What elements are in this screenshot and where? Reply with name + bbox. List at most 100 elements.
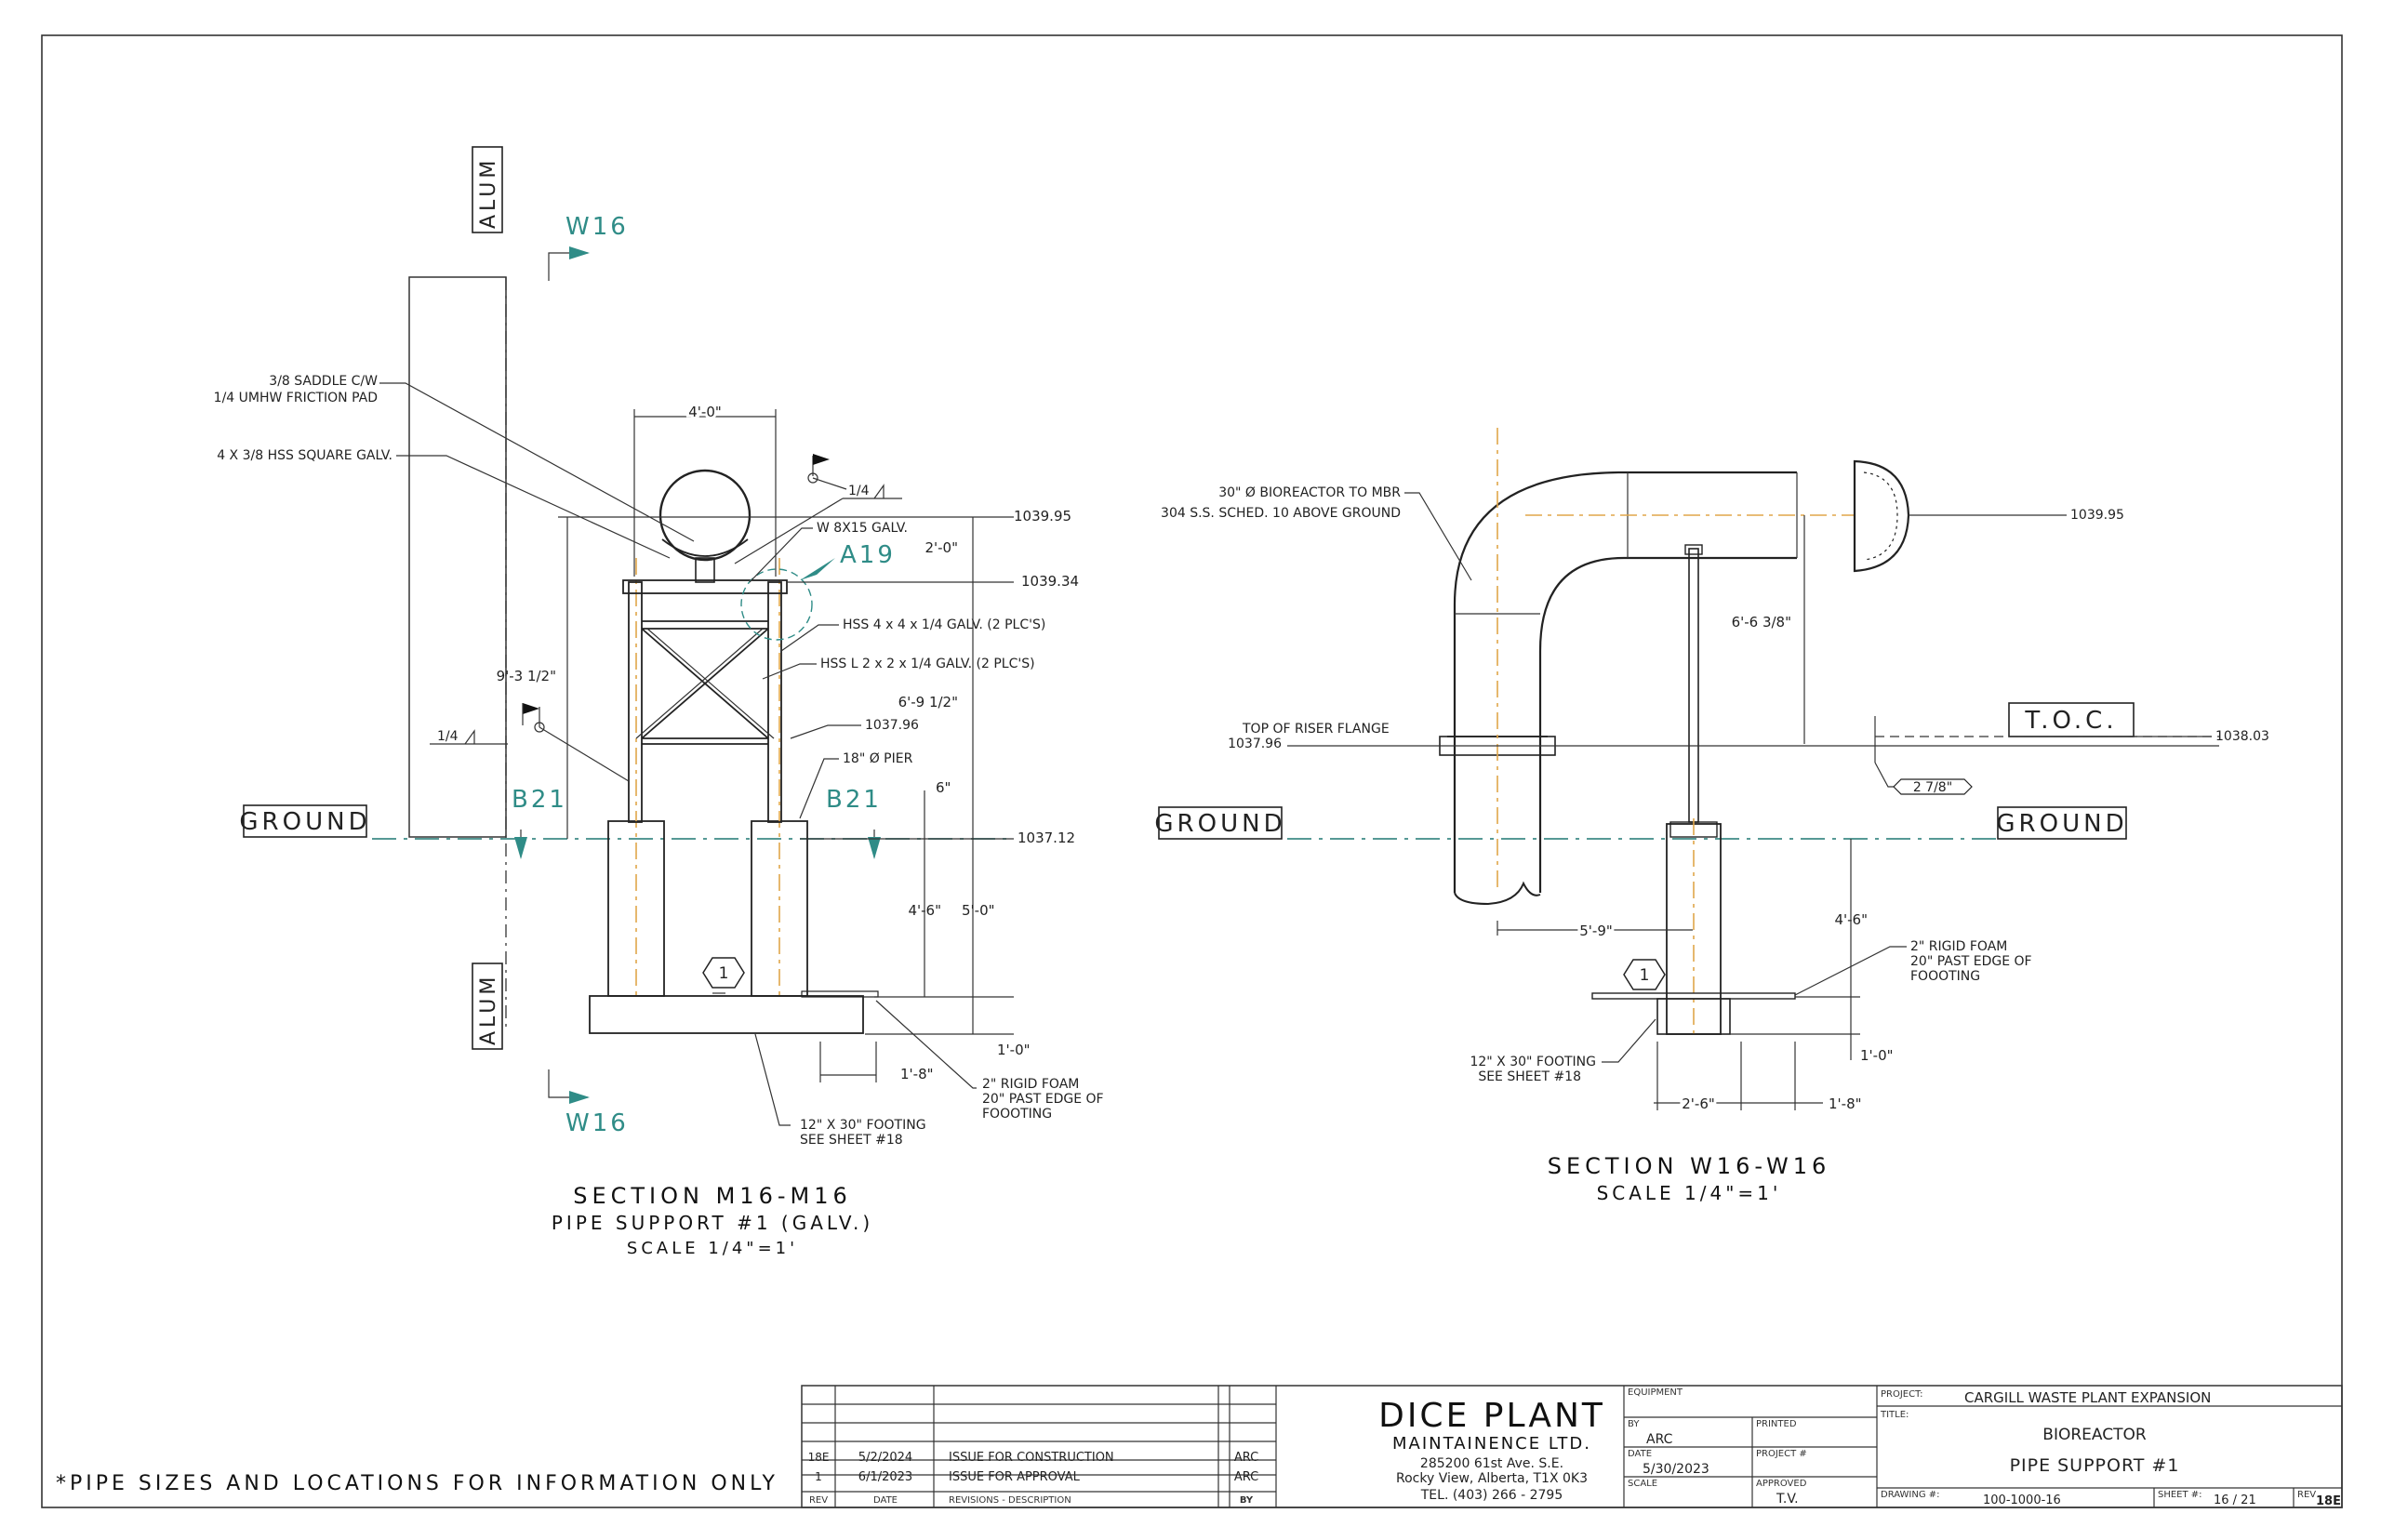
weld-top-label: 1/4	[848, 484, 870, 498]
wall-outline	[408, 276, 507, 838]
company-name: DICE PLANT	[1378, 1397, 1605, 1435]
footing-right-2: SEE SHEET #18	[1478, 1069, 1581, 1084]
section-m16-scale: SCALE 1/4"=1'	[627, 1239, 798, 1258]
a19-label: A19	[840, 541, 896, 569]
rev-header: REV	[809, 1495, 828, 1506]
footing-right-1: 12" X 30" FOOTING	[1470, 1055, 1596, 1069]
dim-1ft-left: 1'-0"	[997, 1042, 1031, 1058]
rev-row2-by: ARC	[1234, 1470, 1258, 1484]
rev-label: REV	[2297, 1490, 2316, 1500]
dim-6ft9: 6'-9 1/2"	[898, 694, 958, 710]
dim-4ft6-right: 4'-6"	[1834, 911, 1868, 928]
dim-6in: 6"	[936, 779, 951, 796]
w16-top-arrow	[569, 246, 590, 259]
ground-label-right-1: GROUND	[1154, 810, 1285, 838]
ground-box-left	[243, 804, 367, 838]
tag-right: 1	[1640, 966, 1650, 985]
pipe-elbow-outer	[1453, 471, 1797, 893]
foam-right-1: 2" RIGID FOAM	[1910, 939, 2007, 954]
rigid-foam-right	[1591, 992, 1796, 1000]
foam-left-2: 20" PAST EDGE OF	[982, 1092, 1104, 1107]
rigid-foam	[801, 990, 879, 998]
elev-1037-12: 1037.12	[1018, 830, 1075, 846]
b21-right-arrow	[868, 837, 881, 859]
ground-box-right-1	[1158, 806, 1283, 840]
footing-left-2: SEE SHEET #18	[800, 1133, 903, 1148]
dim-2ft6: 2'-6"	[1682, 1095, 1715, 1112]
weld-symbol-left: 1/4	[430, 703, 630, 782]
dim-9ft3: 9'-3 1/2"	[497, 668, 556, 684]
rev-row2-date: 6/1/2023	[858, 1470, 912, 1484]
alum-top-label: ALUM	[477, 157, 500, 229]
footing	[589, 995, 864, 1034]
w8-label: W 8X15 GALV.	[817, 521, 908, 536]
dim-2ft: 2'-0"	[924, 539, 958, 556]
post-left	[628, 581, 643, 823]
alum-bottom-label: ALUM	[477, 974, 500, 1045]
post-right	[767, 581, 782, 823]
elev-1038-03: 1038.03	[2215, 729, 2269, 744]
pipe-label-2: 304 S.S. SCHED. 10 ABOVE GROUND	[1161, 506, 1401, 521]
pier-label: 18" Ø PIER	[843, 751, 913, 766]
elev-1039-95-left: 1039.95	[1014, 508, 1071, 524]
tag-left: 1	[719, 964, 729, 983]
elev-1039-34: 1039.34	[1021, 573, 1079, 590]
weld-symbol-top: 1/4	[734, 454, 902, 564]
support-post	[1688, 548, 1699, 823]
saddle	[661, 538, 749, 557]
saddle-label-2: 1/4 UMHW FRICTION PAD	[214, 391, 378, 405]
dim-6ft6: 6'-6 3/8"	[1732, 614, 1791, 631]
phone: TEL. (403) 266 - 2795	[1420, 1488, 1563, 1503]
brace-2	[641, 628, 769, 739]
dim-4ft6-left: 4'-6"	[908, 902, 941, 919]
by-label: BY	[1628, 1419, 1640, 1429]
w16-bottom-label: W16	[565, 1109, 629, 1137]
dim-1ft8-left: 1'-8"	[900, 1066, 934, 1082]
project-value: CARGILL WASTE PLANT EXPANSION	[1964, 1389, 2211, 1406]
section-m16-title: SECTION M16-M16	[573, 1183, 852, 1209]
pipe-label-1: 30" Ø BIOREACTOR TO MBR	[1218, 485, 1401, 500]
printed-label: PRINTED	[1756, 1419, 1797, 1429]
by-value: ARC	[1646, 1432, 1673, 1447]
hex-tag-right: 1	[1623, 959, 1666, 990]
dim-2-7-8: 2 7/8"	[1913, 780, 1952, 795]
end-flange	[1853, 459, 1910, 573]
hex-tag-left: 1	[702, 957, 745, 994]
foam-left-3: FOOOTING	[982, 1107, 1052, 1122]
project-label: PROJECT:	[1881, 1389, 1922, 1400]
dim-5ft9: 5'-9"	[1579, 923, 1613, 939]
desc-header: REVISIONS - DESCRIPTION	[949, 1495, 1071, 1506]
alum-box-bottom: ALUM	[472, 962, 503, 1050]
section-w16-view: GROUND GROUND 30" Ø BIOREACTOR TO MBR 30…	[1154, 428, 2269, 1204]
hss-l-label: HSS L 2 x 2 x 1/4 GALV. (2 PLC'S)	[820, 657, 1035, 671]
dim-4ft: 4'-0"	[688, 404, 722, 420]
equipment-label: EQUIPMENT	[1628, 1387, 1683, 1398]
section-w16-scale: SCALE 1/4"=1'	[1597, 1182, 1782, 1204]
company-sub: MAINTAINENCE LTD.	[1392, 1434, 1591, 1454]
footing-left-1: 12" X 30" FOOTING	[800, 1118, 926, 1133]
ground-box-right-2	[1997, 806, 2127, 840]
by-header: BY	[1240, 1495, 1254, 1506]
weld-left-label: 1/4	[437, 729, 459, 744]
date-header: DATE	[873, 1495, 898, 1506]
footing-right	[1656, 998, 1731, 1035]
b21-right-label: B21	[826, 786, 882, 814]
title-line-2: PIPE SUPPORT #1	[2010, 1455, 2180, 1476]
hss-square-label: 4 X 3/8 HSS SQUARE GALV.	[217, 448, 392, 463]
elev-1039-95-right: 1039.95	[2070, 508, 2124, 523]
approved-label: APPROVED	[1756, 1479, 1807, 1489]
company-block: DICE PLANT MAINTAINENCE LTD. 285200 61st…	[1378, 1397, 1605, 1503]
title-line-1: BIOREACTOR	[2042, 1426, 2147, 1444]
section-w16-title: SECTION W16-W16	[1548, 1153, 1831, 1179]
b21-left-arrow	[514, 837, 527, 859]
ground-label-right-2: GROUND	[1996, 810, 2127, 838]
toc-label: T.O.C.	[2024, 707, 2117, 735]
foam-right-3: FOOOTING	[1910, 969, 1980, 984]
dim-1ft-right: 1'-0"	[1860, 1047, 1894, 1064]
w16-bottom-arrow	[569, 1091, 590, 1104]
riser-label: TOP OF RISER FLANGE	[1242, 722, 1390, 737]
elev-1037-96-left: 1037.96	[865, 718, 919, 733]
dim-5ft: 5'-0"	[962, 902, 995, 919]
rev-value: 18E	[2316, 1494, 2341, 1508]
